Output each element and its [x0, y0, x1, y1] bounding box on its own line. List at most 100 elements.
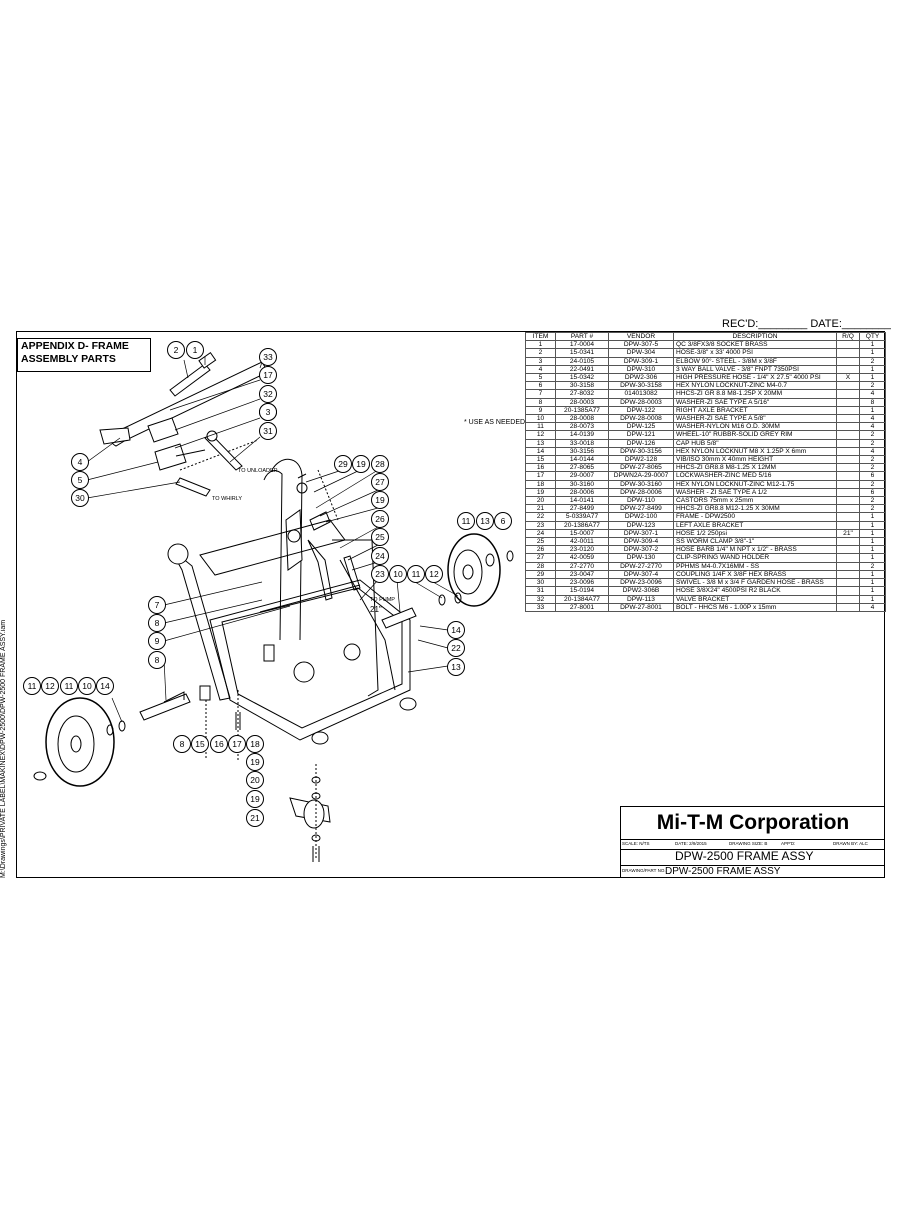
drawing-part-label: DRAWING/PART NO.	[622, 868, 666, 873]
balloon-number: 16	[214, 739, 224, 749]
balloon-number: 19	[356, 459, 366, 469]
balloon-circle	[371, 547, 389, 565]
valve-assembly	[99, 417, 211, 497]
balloon-circle	[148, 651, 166, 669]
title-block-divider	[621, 865, 885, 866]
balloon-circle	[371, 455, 389, 473]
main-frame	[167, 458, 417, 745]
parts-table: ITEM PART # VENDOR DESCRIPTION R/Q QTY 1…	[525, 331, 886, 612]
balloon-circle	[246, 771, 264, 789]
balloon-circle	[191, 735, 209, 753]
cell-qty: 1	[859, 373, 886, 383]
balloon-number: 30	[75, 493, 85, 503]
balloon-number: 29	[338, 459, 348, 469]
balloon-circle	[148, 632, 166, 650]
balloon-number: 10	[82, 681, 92, 691]
appendix-title-box: APPENDIX D- FRAME ASSEMBLY PARTS	[17, 338, 151, 372]
balloon-circle	[259, 348, 277, 366]
balloon-number: 8	[155, 655, 160, 665]
balloon-circle	[148, 614, 166, 632]
cell-qty: 1	[859, 569, 886, 580]
date-value: DATE: 2/9/2015	[675, 841, 707, 846]
balloon-circle	[228, 735, 246, 753]
drawing-size: DRAWING SIZE: B	[729, 841, 768, 846]
balloon-circle	[71, 471, 89, 489]
cell-qty: 1	[859, 594, 886, 604]
balloon-circle	[425, 565, 443, 583]
balloon-number: 2	[174, 345, 179, 355]
balloon-number: 10	[393, 569, 403, 579]
cell-qty: 1	[859, 553, 886, 563]
appendix-title-line1: APPENDIX D- FRAME	[21, 340, 129, 352]
date-label: DATE:	[810, 318, 842, 330]
title-block: Mi-T-M Corporation SCALE: N/TS DATE: 2/9…	[620, 806, 885, 878]
balloon-circle	[259, 403, 277, 421]
balloon-number: 25	[375, 532, 385, 542]
balloon-number: 5	[78, 475, 83, 485]
balloon-number: 19	[250, 794, 260, 804]
balloon-circle	[457, 512, 475, 530]
cell-qty: 8	[859, 397, 886, 407]
cell-qty: 2	[859, 463, 886, 473]
balloon-circle	[78, 677, 96, 695]
parts-table-header: ITEM PART # VENDOR DESCRIPTION R/Q QTY	[525, 331, 886, 342]
balloon-number: 21	[250, 813, 260, 823]
recd-label: REC'D:	[722, 318, 759, 330]
balloon-circle	[389, 565, 407, 583]
cell-qty: 1	[859, 348, 886, 358]
balloon-number: 26	[375, 514, 385, 524]
balloon-circle	[447, 658, 465, 676]
balloon-circle	[210, 735, 228, 753]
hose-assembly	[110, 352, 269, 471]
cell-qty: 4	[859, 414, 886, 424]
balloon-number: 17	[263, 370, 273, 380]
to-unloader-label: TO UNLOADER	[238, 468, 278, 474]
right-wheel	[447, 533, 514, 607]
left-axle-group	[381, 592, 462, 629]
balloon-circle	[246, 790, 264, 808]
balloon-number: 15	[195, 739, 205, 749]
balloon-circle	[148, 596, 166, 614]
balloon-circle	[246, 809, 264, 827]
balloon-number: 8	[180, 739, 185, 749]
cell-qty: 1	[859, 586, 886, 596]
balloon-number: 12	[429, 569, 439, 579]
balloon-circle	[167, 341, 185, 359]
cell-qty: 1	[859, 578, 886, 588]
appendix-title-line2: ASSEMBLY PARTS	[21, 353, 116, 365]
appd-label: APP'D:	[781, 841, 796, 846]
balloon-number: 27	[375, 477, 385, 487]
cell-qty: 2	[859, 455, 886, 465]
balloon-circle	[371, 473, 389, 491]
balloon-number: 7	[155, 600, 160, 610]
balloon-circle	[352, 455, 370, 473]
balloon-number: 24	[375, 551, 385, 561]
balloon-circle	[23, 677, 41, 695]
cell-qty: 2	[859, 479, 886, 489]
cell-qty: 2	[859, 438, 886, 448]
balloon-circle	[60, 677, 78, 695]
balloon-circle	[371, 491, 389, 509]
cell-qty: 4	[859, 422, 886, 432]
cell-qty: 4	[859, 446, 886, 457]
balloon-circle	[259, 422, 277, 440]
title-block-info-row: SCALE: N/TS DATE: 2/9/2015 DRAWING SIZE:…	[621, 839, 885, 850]
balloon-number: 32	[263, 389, 273, 399]
balloon-number: 12	[45, 681, 55, 691]
